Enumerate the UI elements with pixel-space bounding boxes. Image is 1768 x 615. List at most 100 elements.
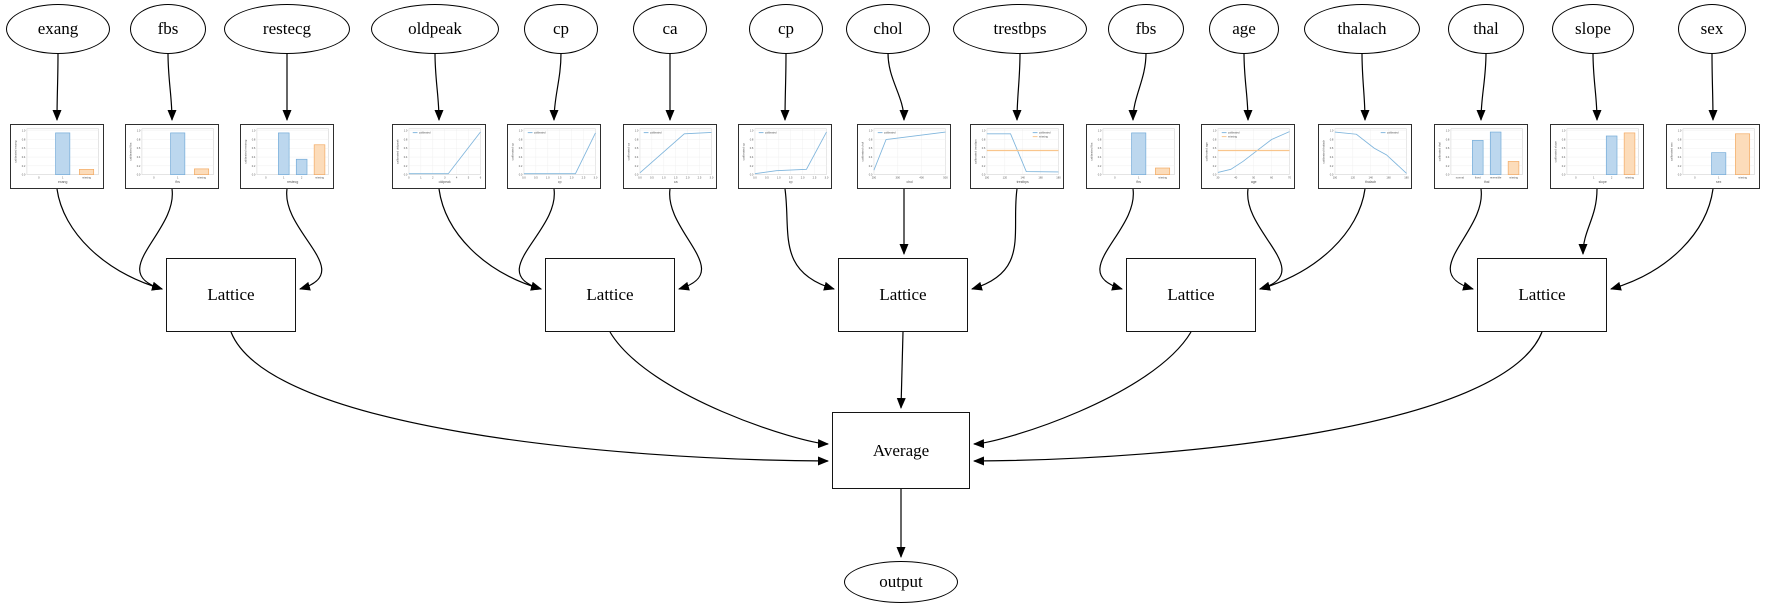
lattice-node-3-label: Lattice xyxy=(879,285,927,304)
svg-text:3: 3 xyxy=(444,175,446,179)
svg-text:0.4: 0.4 xyxy=(869,155,873,159)
svg-text:0.8: 0.8 xyxy=(869,137,873,141)
svg-text:1.0: 1.0 xyxy=(1213,129,1217,133)
svg-text:0.0: 0.0 xyxy=(1098,173,1102,177)
svg-text:0.8: 0.8 xyxy=(1562,137,1566,141)
svg-text:0.0: 0.0 xyxy=(522,175,526,179)
feature-node-ca-5-label: ca xyxy=(662,19,678,38)
svg-text:0.0: 0.0 xyxy=(137,173,141,177)
lattice-node-4: Lattice xyxy=(1126,258,1256,332)
svg-text:1.0: 1.0 xyxy=(982,129,986,133)
svg-text:0.5: 0.5 xyxy=(534,175,538,179)
svg-text:400: 400 xyxy=(919,175,924,179)
svg-text:0.0: 0.0 xyxy=(750,173,754,177)
svg-text:missing: missing xyxy=(1509,175,1519,179)
svg-text:restecg: restecg xyxy=(287,180,298,184)
lattice-node-4-label: Lattice xyxy=(1167,285,1215,304)
svg-text:0.6: 0.6 xyxy=(519,146,523,150)
average-node-label: Average xyxy=(872,440,930,460)
svg-text:calibrated exang: calibrated exang xyxy=(13,140,17,163)
svg-text:0.0: 0.0 xyxy=(635,173,639,177)
svg-text:1.5: 1.5 xyxy=(674,175,678,179)
svg-text:thal: thal xyxy=(1484,180,1490,184)
svg-text:0.2: 0.2 xyxy=(519,164,523,168)
svg-text:missing: missing xyxy=(1625,175,1635,179)
feature-node-fbs-9-label: fbs xyxy=(1135,19,1157,38)
svg-text:1: 1 xyxy=(283,175,285,179)
svg-text:calibrated ca: calibrated ca xyxy=(626,143,630,161)
feature-node-oldpeak-3: oldpeak xyxy=(371,4,499,54)
svg-text:0.5: 0.5 xyxy=(650,175,654,179)
svg-text:calibrated age: calibrated age xyxy=(1204,142,1208,161)
svg-text:0.4: 0.4 xyxy=(252,155,256,159)
svg-text:0: 0 xyxy=(1575,175,1577,179)
svg-text:100: 100 xyxy=(1333,175,1338,179)
svg-text:2: 2 xyxy=(432,175,434,179)
svg-text:1.0: 1.0 xyxy=(750,129,754,133)
svg-text:0.8: 0.8 xyxy=(1098,137,1102,141)
svg-text:0.0: 0.0 xyxy=(404,173,408,177)
svg-text:300: 300 xyxy=(896,175,901,179)
svg-text:0.0: 0.0 xyxy=(1678,173,1682,177)
svg-text:0.6: 0.6 xyxy=(1562,146,1566,150)
svg-text:calibrated thalach: calibrated thalach xyxy=(1321,139,1325,163)
svg-text:2.0: 2.0 xyxy=(570,175,574,179)
feature-node-thalach-11: thalach xyxy=(1304,4,1420,54)
svg-text:2.0: 2.0 xyxy=(686,175,690,179)
svg-text:0.2: 0.2 xyxy=(869,164,873,168)
svg-text:1.0: 1.0 xyxy=(1098,129,1102,133)
svg-text:0: 0 xyxy=(38,175,40,179)
feature-node-restecg-2-label: restecg xyxy=(262,19,312,38)
feature-node-chol-7: chol xyxy=(846,4,930,54)
feature-node-exang-0: exang xyxy=(6,4,110,54)
feature-node-thalach-11-label: thalach xyxy=(1337,19,1387,38)
svg-text:0.4: 0.4 xyxy=(1562,155,1566,159)
feature-node-trestbps-8: trestbps xyxy=(953,4,1087,54)
svg-text:200: 200 xyxy=(872,175,877,179)
svg-text:0.5: 0.5 xyxy=(765,175,769,179)
svg-text:0.6: 0.6 xyxy=(1678,146,1682,150)
svg-text:6: 6 xyxy=(480,175,482,179)
svg-text:0.2: 0.2 xyxy=(252,164,256,168)
svg-text:0.4: 0.4 xyxy=(750,155,754,159)
svg-text:180: 180 xyxy=(1404,175,1409,179)
svg-text:calibrated: calibrated xyxy=(419,131,431,135)
svg-text:calibrated: calibrated xyxy=(765,131,777,135)
svg-text:3.0: 3.0 xyxy=(710,175,714,179)
svg-text:0.2: 0.2 xyxy=(1098,164,1102,168)
svg-text:1.0: 1.0 xyxy=(1446,129,1450,133)
svg-text:calibrated chol: calibrated chol xyxy=(860,142,864,162)
feature-node-cp-4: cp xyxy=(524,4,598,54)
svg-text:0: 0 xyxy=(265,175,267,179)
svg-text:0.2: 0.2 xyxy=(1330,164,1334,168)
svg-text:0: 0 xyxy=(153,175,155,179)
svg-text:0.8: 0.8 xyxy=(137,137,141,141)
feature-node-cp-4-label: cp xyxy=(552,19,570,38)
svg-text:0.4: 0.4 xyxy=(1678,155,1682,159)
svg-text:fbs: fbs xyxy=(175,180,180,184)
svg-text:oldpeak: oldpeak xyxy=(439,180,451,184)
svg-text:0.2: 0.2 xyxy=(1446,164,1450,168)
lattice-node-1: Lattice xyxy=(166,258,296,332)
svg-text:calibrated oldpeak: calibrated oldpeak xyxy=(395,139,399,164)
svg-text:30: 30 xyxy=(1216,175,1219,179)
svg-text:3.0: 3.0 xyxy=(594,175,598,179)
svg-text:fixed: fixed xyxy=(1475,175,1481,179)
svg-text:0.4: 0.4 xyxy=(1446,155,1450,159)
svg-text:calibrated fbs: calibrated fbs xyxy=(128,142,132,161)
feature-node-fbs-1: fbs xyxy=(130,4,206,54)
svg-text:1.0: 1.0 xyxy=(635,129,639,133)
svg-text:1.0: 1.0 xyxy=(546,175,550,179)
svg-text:0.2: 0.2 xyxy=(22,164,26,168)
svg-text:160: 160 xyxy=(1038,175,1043,179)
svg-text:normal: normal xyxy=(1456,175,1465,179)
svg-text:0.6: 0.6 xyxy=(404,146,408,150)
svg-text:0.4: 0.4 xyxy=(137,155,141,159)
svg-text:70: 70 xyxy=(1288,175,1291,179)
svg-text:0.6: 0.6 xyxy=(869,146,873,150)
